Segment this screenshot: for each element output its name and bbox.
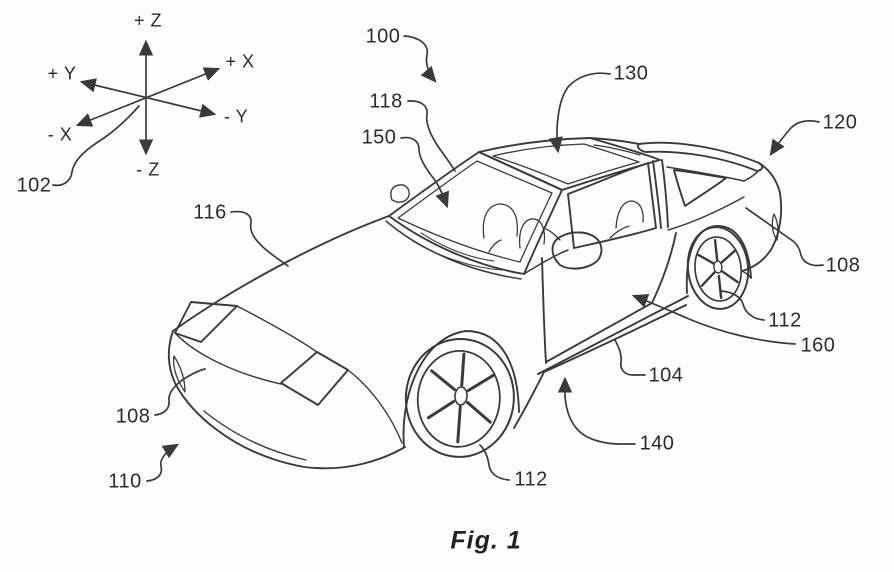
roof-panel-inset [492, 143, 640, 185]
rocker-bottom [513, 304, 687, 429]
ref-label-104-rocker: 104 [648, 364, 684, 387]
leader-116 [230, 210, 289, 267]
side-mirror-arm [545, 228, 561, 241]
fender-crease [347, 369, 403, 444]
rear-bumper-crescent [771, 213, 779, 241]
axis-label-neg-z: - Z [136, 159, 160, 180]
wiper-arc-1 [412, 240, 503, 271]
rear-wheel-spokes [697, 238, 739, 300]
ref-label-100-vehicle: 100 [365, 25, 401, 48]
leader-112-front [479, 444, 510, 481]
x-axis [75, 67, 221, 127]
windshield-glass-inner [397, 160, 553, 263]
leader-140 [557, 376, 636, 445]
door-bottom-edge [545, 302, 653, 363]
sail-top-edge [589, 137, 640, 145]
leader-120 [769, 119, 820, 157]
axis-label-pos-y: + Y [47, 63, 77, 84]
leader-100 [403, 35, 437, 83]
leader-108-rear [745, 207, 824, 267]
axis-label-neg-y: - Y [223, 106, 249, 127]
ref-label-112-rear-wheel: 112 [768, 309, 802, 332]
ref-label-102-axes: 102 [16, 174, 52, 197]
vehicle-body [167, 137, 783, 470]
rear-wheel [686, 226, 750, 310]
ref-label-140-sill: 140 [639, 432, 675, 455]
front-wheel-spokes [426, 352, 496, 444]
ref-label-160-door: 160 [800, 334, 836, 357]
ref-label-116-hood: 116 [193, 201, 227, 224]
leader-104 [614, 339, 646, 376]
door-window [567, 162, 657, 249]
rear-glass-edge [593, 144, 641, 156]
bumper-crease [203, 410, 307, 461]
axis-label-neg-x: - X [47, 124, 73, 145]
ref-label-110-front-end: 110 [108, 470, 142, 493]
ref-label-118-windshield: 118 [369, 90, 403, 113]
leader-150 [400, 136, 449, 209]
ref-label-130-roof: 130 [613, 62, 649, 85]
headlight-left [174, 301, 238, 343]
leader-130 [548, 72, 611, 154]
front-beltline [523, 249, 569, 275]
y-axis [79, 78, 217, 118]
ref-label-120-spoiler: 120 [822, 111, 858, 134]
interior-seats [482, 200, 644, 253]
b-pillar-rear-edge [661, 159, 669, 228]
hood-shoulder-line [172, 215, 390, 332]
windshield-frame [388, 151, 563, 275]
leader-110 [146, 443, 180, 482]
ref-label-150-interior: 150 [361, 126, 397, 149]
front-door-seam [541, 257, 547, 364]
rear-silhouette [741, 162, 783, 272]
deck-to-spoiler [743, 169, 760, 182]
front-face-arc [174, 332, 282, 385]
corner-marker-lamp [172, 355, 186, 393]
ref-label-108-rear-panel: 108 [825, 254, 861, 277]
front-wheel-arch [402, 330, 520, 448]
leader-108-front [154, 368, 206, 416]
leader-lines [146, 35, 824, 482]
leader-112-rear [720, 290, 765, 321]
ref-label-112-front-wheel: 112 [514, 468, 548, 491]
rear-door-seam [651, 232, 677, 304]
coordinate-axes [52, 39, 221, 187]
far-side-mirror [390, 184, 410, 203]
nose-left-edge [167, 330, 177, 386]
b-pillar-front-edge [652, 160, 662, 229]
quarter-window [673, 169, 727, 207]
front-wheel [404, 337, 515, 458]
rear-spoiler [637, 141, 764, 172]
leader-160 [631, 294, 796, 345]
hood-crease [236, 305, 318, 353]
rear-beltline [667, 196, 745, 231]
leader-118 [407, 100, 456, 172]
ref-label-108-front-panel: 108 [115, 405, 151, 428]
front-bumper [175, 384, 406, 470]
figure-caption: Fig. 1 [450, 526, 522, 555]
headlight-right [280, 351, 349, 406]
rocker-top [537, 295, 689, 375]
sail-panel-line [666, 166, 745, 182]
leader-102 [52, 105, 140, 187]
axis-label-pos-z: + Z [133, 10, 163, 31]
side-mirror [551, 231, 603, 270]
axis-label-pos-x: + X [225, 51, 255, 72]
wiper-arc-2 [420, 232, 495, 262]
